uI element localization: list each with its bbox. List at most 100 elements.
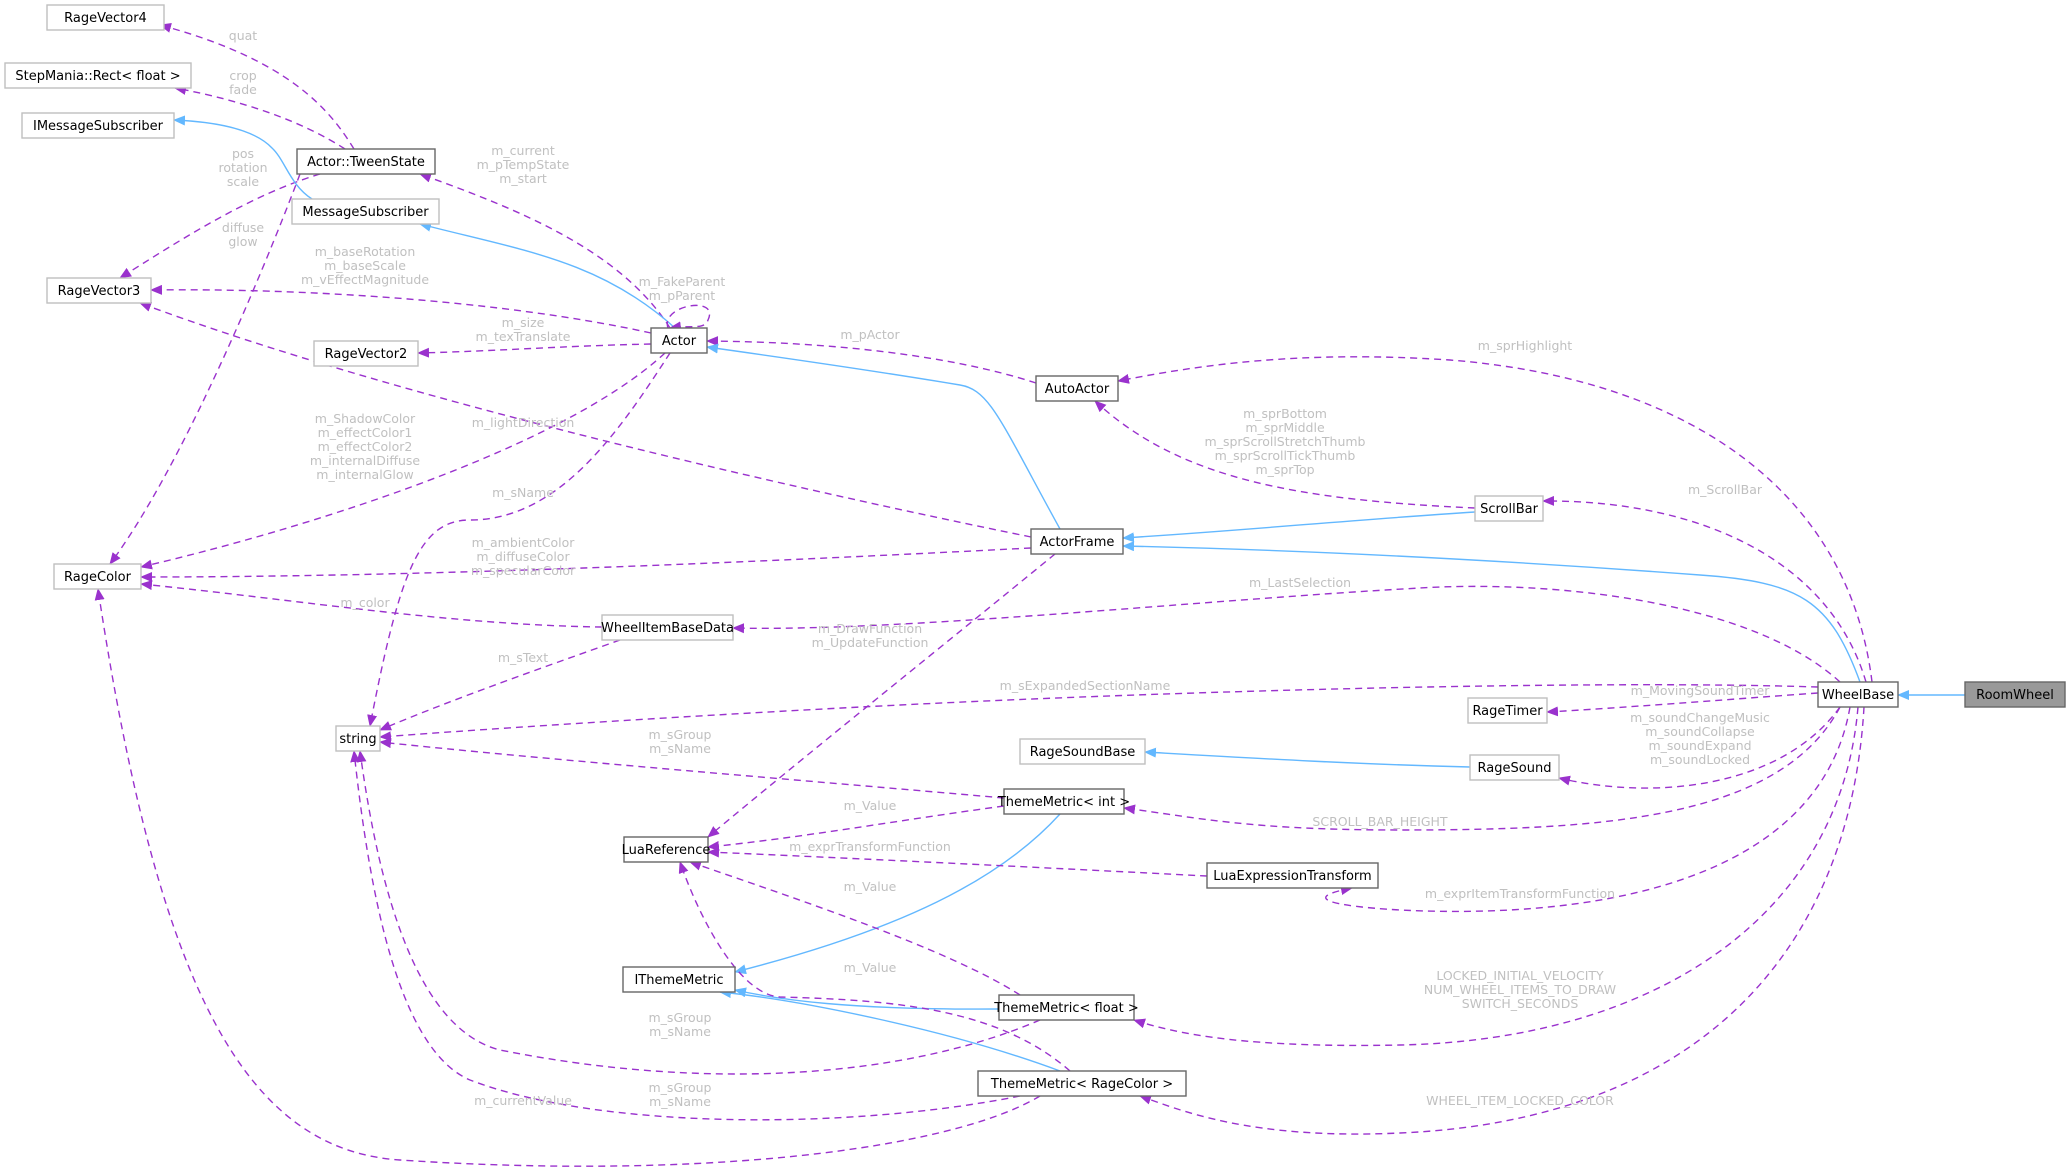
- node-label: RageVector3: [58, 284, 141, 299]
- edge-label-line: pos: [232, 146, 254, 161]
- node-box: [21, 112, 175, 139]
- node-box: [53, 563, 142, 590]
- edge-label-line: m_current: [491, 143, 555, 158]
- edge-label-line: m_internalGlow: [316, 467, 413, 482]
- node-wheelbase[interactable]: WheelBase: [1817, 681, 1899, 708]
- node-tweenstate[interactable]: Actor::TweenState: [296, 148, 436, 175]
- usage-edge-actor-to-ragevector3: [150, 284, 652, 334]
- edge-label-autoactor-to-actor: m_pActor: [840, 327, 900, 342]
- edge-label-line: m_sprTop: [1255, 462, 1314, 477]
- node-roomwheel: RoomWheel: [1964, 681, 2066, 708]
- edge-label-line: rotation: [218, 160, 267, 175]
- node-label: RoomWheel: [1976, 688, 2054, 703]
- edge-label-line: m_size: [502, 315, 545, 330]
- edge-label-line: m_sExpandedSectionName: [1000, 678, 1171, 693]
- node-box: [1817, 681, 1899, 708]
- edge-label-wheelbase-to-thememetricragecolor: WHEEL_ITEM_LOCKED_COLOR: [1426, 1093, 1614, 1108]
- node-thememetricint[interactable]: ThemeMetric< int >: [997, 788, 1130, 815]
- edge-label-wheelbase-to-thememetricint: SCROLL_BAR_HEIGHT: [1312, 814, 1447, 829]
- node-thememetricfloat[interactable]: ThemeMetric< float >: [993, 994, 1139, 1021]
- node-box: [977, 1070, 1187, 1097]
- edge-label-line: m_internalDiffuse: [310, 453, 421, 468]
- usage-edge-wheelitembasedata-to-ragecolor: [140, 580, 603, 628]
- node-ithememetric[interactable]: IThemeMetric: [622, 966, 736, 993]
- inheritance-edge-scrollbar-to-actorframe: [1122, 511, 1476, 543]
- edge-label-line: m_sName: [649, 1024, 711, 1039]
- usage-edge-luaexpressiontransform-to-luareference: [707, 847, 1208, 877]
- node-label: StepMania::Rect< float >: [15, 69, 180, 84]
- node-box: [4, 62, 192, 89]
- node-autoactor[interactable]: AutoActor: [1035, 375, 1119, 402]
- edge-label-wheelbase-to-scrollbar: m_ScrollBar: [1688, 482, 1763, 497]
- edge-label-line: scale: [227, 174, 260, 189]
- edge-label-line: m_sprScrollStretchThumb: [1205, 434, 1366, 449]
- node-luaexpressiontransform[interactable]: LuaExpressionTransform: [1206, 862, 1379, 889]
- inheritance-edge-actorframe-to-actor: [706, 343, 1061, 530]
- node-box: [1019, 738, 1146, 765]
- edge-label-wheelbase-to-wheelitembasedata: m_LastSelection: [1249, 575, 1351, 590]
- usage-edge-thememetricint-to-luareference: [707, 805, 1005, 851]
- node-label: RageSound: [1478, 761, 1552, 776]
- edge-label-line: m_vEffectMagnitude: [301, 272, 429, 287]
- node-actor[interactable]: Actor: [650, 327, 708, 354]
- node-box: [998, 994, 1135, 1021]
- node-luareference[interactable]: LuaReference: [622, 836, 711, 863]
- usage-edge-tweenstate-to-rect: [174, 85, 346, 150]
- edge-label-line: m_effectColor2: [318, 439, 413, 454]
- edge-label-wheelbase-to-luaexpressiontransform: m_exprItemTransformFunction: [1425, 886, 1615, 901]
- usage-edge-thememetricragecolor-to-ragecolor: [94, 588, 1041, 1167]
- edge-label-line: m_pParent: [649, 288, 715, 303]
- inheritance-edge-ragesound-to-ragesoundbase: [1144, 747, 1471, 768]
- node-actorframe[interactable]: ActorFrame: [1030, 528, 1124, 555]
- edge-label-line: m_soundExpand: [1648, 738, 1751, 753]
- node-box: [623, 836, 709, 863]
- usage-edge-actor-to-ragecolor: [140, 352, 666, 570]
- usage-edge-tweenstate-to-ragecolor: [109, 173, 301, 565]
- edge-label-line: m_sGroup: [649, 1010, 712, 1025]
- edge-label-line: m_sprMiddle: [1245, 420, 1325, 435]
- edge-label-line: m_sName: [649, 741, 711, 756]
- edge-label-line: WHEEL_ITEM_LOCKED_COLOR: [1426, 1093, 1614, 1108]
- usage-edge-wheelbase-to-ragetimer: [1546, 692, 1819, 717]
- edge-label-line: SWITCH_SECONDS: [1462, 996, 1579, 1011]
- edge-label-line: m_soundCollapse: [1645, 724, 1755, 739]
- node-box: [313, 340, 419, 367]
- node-box: [46, 277, 152, 304]
- edge-label-line: m_MovingSoundTimer: [1631, 683, 1771, 698]
- node-string: string: [335, 725, 381, 752]
- node-box: [650, 327, 708, 354]
- edge-label-line: m_texTranslate: [476, 329, 571, 344]
- usage-edge-autoactor-to-actor: [706, 336, 1037, 384]
- usage-edge-wheelbase-to-autoactor: [1117, 356, 1873, 683]
- edges-layer: [94, 23, 1965, 1167]
- node-messagesubscriber: MessageSubscriber: [291, 198, 440, 225]
- node-box: [1469, 754, 1560, 781]
- edge-label-line: diffuse: [222, 220, 264, 235]
- usage-edge-wheelbase-to-ragesound: [1558, 706, 1841, 789]
- node-thememetricragecolor[interactable]: ThemeMetric< RageColor >: [977, 1070, 1187, 1097]
- edge-label-line: m_color: [340, 595, 390, 610]
- usage-edge-actorframe-to-ragevector3: [139, 302, 1032, 538]
- inheritance-edge-messagesubscriber-to-imessagesubscriber: [173, 115, 313, 200]
- node-ragevector4: RageVector4: [46, 4, 165, 31]
- edge-label-line: m_Value: [844, 879, 897, 894]
- edge-label-wheelbase-to-string: m_sExpandedSectionName: [1000, 678, 1171, 693]
- edge-label-line: crop: [229, 68, 256, 83]
- edge-label-line: m_currentValue: [474, 1093, 572, 1108]
- edge-label-line: m_ShadowColor: [315, 411, 416, 426]
- usage-edge-wheelbase-to-luaexpressiontransform: [1325, 706, 1851, 913]
- edge-label-line: m_UpdateFunction: [812, 635, 929, 650]
- node-label: IThemeMetric: [634, 973, 723, 988]
- edge-label-actorframe-to-ragevector3: m_lightDirection: [472, 415, 575, 430]
- node-box: [622, 966, 736, 993]
- inheritance-edge-wheelbase-to-actorframe: [1122, 541, 1861, 683]
